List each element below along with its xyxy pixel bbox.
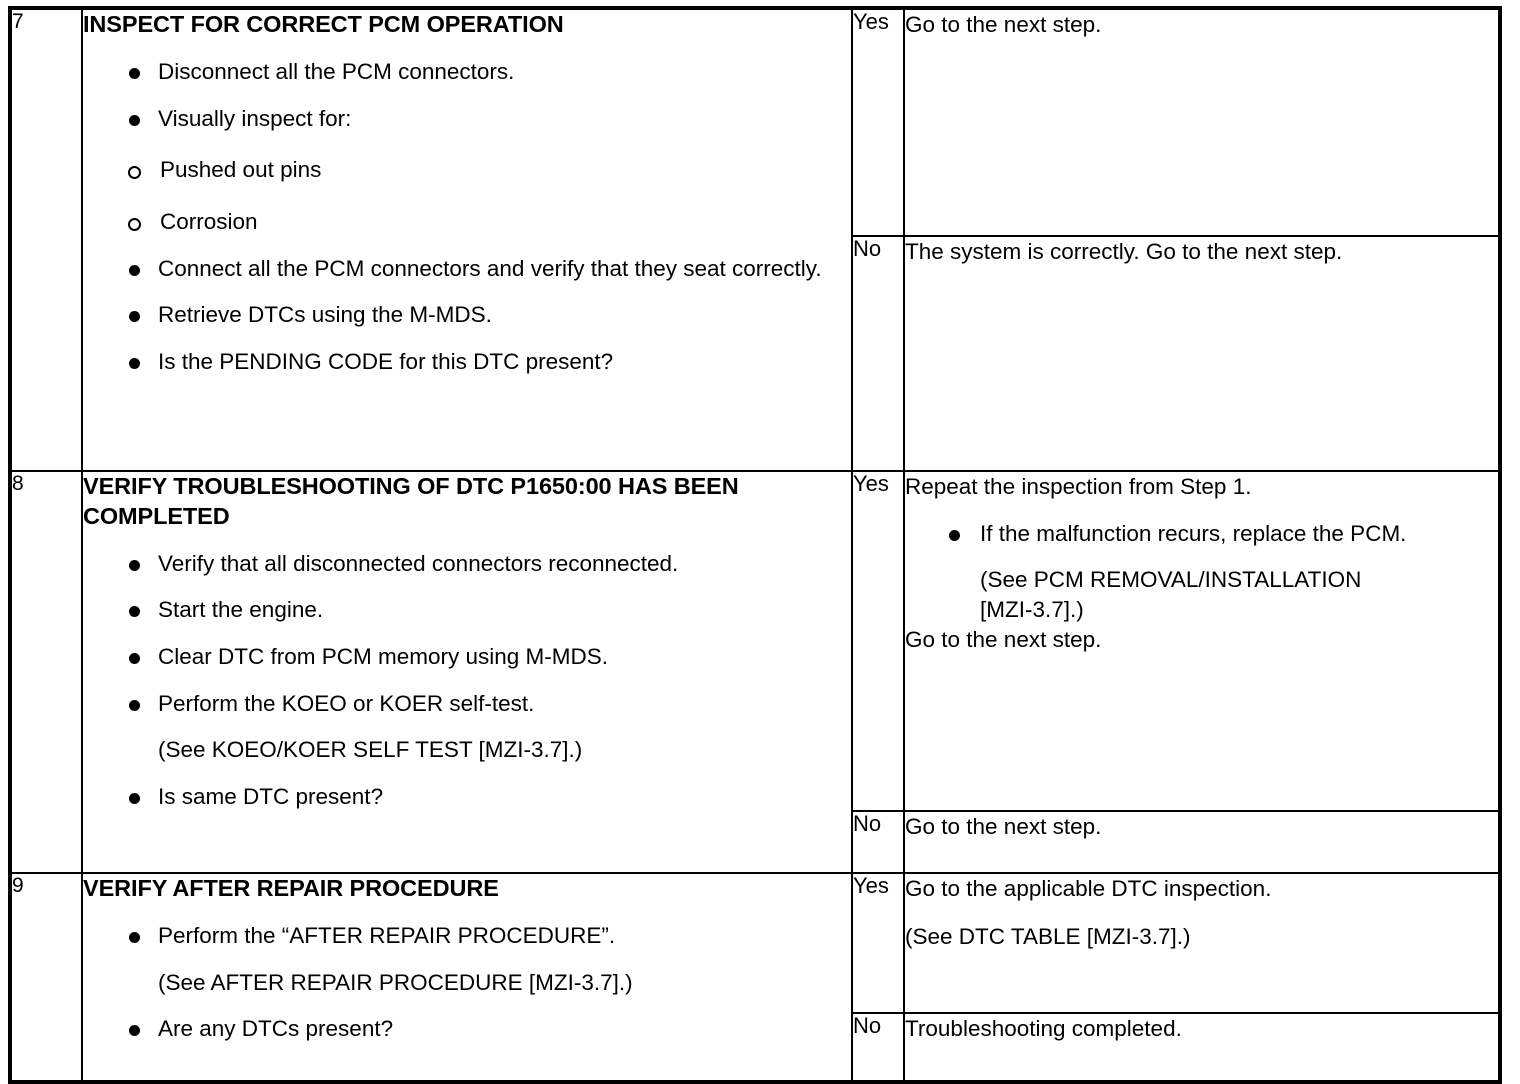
step-9-inspection-cell: VERIFY AFTER REPAIR PROCEDURE Perform th… xyxy=(81,872,853,1083)
step-8-answer-yes-label: Yes xyxy=(851,470,905,812)
step-7-item-list-cont: Connect all the PCM connectors and verif… xyxy=(83,254,851,377)
reference-note: (See KOEO/KOER SELF TEST [MZI-3.7].) xyxy=(158,737,583,763)
step-8-inspection-cell: VERIFY TROUBLESHOOTING OF DTC P1650:00 H… xyxy=(81,470,853,874)
troubleshooting-table: 7 INSPECT FOR CORRECT PCM OPERATION Disc… xyxy=(8,6,1502,1084)
step-8-title: VERIFY TROUBLESHOOTING OF DTC P1650:00 H… xyxy=(83,473,739,529)
step-9-answer-yes-label: Yes xyxy=(851,872,905,1014)
list-item: Are any DTCs present? xyxy=(83,1014,851,1044)
step-7-answer-no-label: No xyxy=(851,235,905,472)
list-item: Retrieve DTCs using the M-MDS. xyxy=(83,300,851,330)
table-row-step-8-no: No Go to the next step. xyxy=(10,810,1501,874)
action-text: Go to the next step. xyxy=(905,12,1102,37)
reference-note: (See AFTER REPAIR PROCEDURE [MZI-3.7].) xyxy=(158,969,633,995)
step-7-sub-item-list: Pushed out pins Corrosion xyxy=(83,155,851,236)
table-row-step-7-yes: 7 INSPECT FOR CORRECT PCM OPERATION Disc… xyxy=(9,7,1501,472)
action-text: Go to the next step. xyxy=(905,626,1102,652)
step-number-8: 8 xyxy=(9,470,83,874)
list-item: Disconnect all the PCM connectors. xyxy=(83,57,851,87)
table-row-step-8-yes: 8 VERIFY TROUBLESHOOTING OF DTC P1650:00… xyxy=(9,470,1501,874)
table-row-step-9-yes: 9 VERIFY AFTER REPAIR PROCEDURE Perform … xyxy=(9,872,1501,1083)
step-9-action-yes: Go to the applicable DTC inspection. (Se… xyxy=(903,872,1501,1014)
step-8-action-yes: Repeat the inspection from Step 1. If th… xyxy=(903,470,1501,812)
list-item: Perform the “AFTER REPAIR PROCEDURE”. xyxy=(83,921,851,951)
table-row-step-9-no: No Troubleshooting completed. xyxy=(10,1012,1501,1083)
step-9-item-list: Perform the “AFTER REPAIR PROCEDURE”. (S… xyxy=(83,921,851,1044)
step-8-action-no: Go to the next step. xyxy=(903,810,1501,874)
list-item: Pushed out pins xyxy=(83,155,851,185)
step-8-action-yes-list: If the malfunction recurs, replace the P… xyxy=(905,519,1498,625)
list-item: Verify that all disconnected connectors … xyxy=(83,549,851,579)
list-item: Connect all the PCM connectors and verif… xyxy=(83,254,851,284)
step-7-inspection-cell: INSPECT FOR CORRECT PCM OPERATION Discon… xyxy=(81,7,853,472)
reference-note: (See DTC TABLE [MZI-3.7].) xyxy=(905,923,1191,949)
step-7-answer-yes-label: Yes xyxy=(851,7,905,237)
action-text: Troubleshooting completed. xyxy=(905,1016,1182,1041)
step-number-9: 9 xyxy=(9,872,83,1083)
list-item: Corrosion xyxy=(83,207,851,237)
step-9-title: VERIFY AFTER REPAIR PROCEDURE xyxy=(83,875,499,901)
reference-note: (See PCM REMOVAL/INSTALLATION [MZI-3.7].… xyxy=(980,567,1362,623)
list-item: Visually inspect for: xyxy=(83,104,851,134)
action-text: Go to the next step. xyxy=(905,814,1102,839)
action-text: Repeat the inspection from Step 1. xyxy=(905,474,1252,499)
list-item: Is the PENDING CODE for this DTC present… xyxy=(83,347,851,377)
list-item: Perform the KOEO or KOER self-test. xyxy=(83,689,851,719)
step-8-answer-no-label: No xyxy=(851,810,905,874)
step-8-item-list: Verify that all disconnected connectors … xyxy=(83,549,851,812)
action-text: Go to the applicable DTC inspection. xyxy=(905,876,1272,901)
action-text: The system is correctly. Go to the next … xyxy=(905,239,1343,264)
step-7-action-no: The system is correctly. Go to the next … xyxy=(903,235,1501,472)
step-9-action-no: Troubleshooting completed. xyxy=(903,1012,1501,1083)
list-item: Clear DTC from PCM memory using M-MDS. xyxy=(83,642,851,672)
step-7-title: INSPECT FOR CORRECT PCM OPERATION xyxy=(83,11,564,37)
step-7-action-yes: Go to the next step. xyxy=(903,7,1501,237)
step-9-answer-no-label: No xyxy=(851,1012,905,1083)
table-row-step-7-no: No The system is correctly. Go to the ne… xyxy=(10,235,1501,472)
list-item: If the malfunction recurs, replace the P… xyxy=(905,519,1498,549)
list-item: Start the engine. xyxy=(83,595,851,625)
list-item: Is same DTC present? xyxy=(83,782,851,812)
step-7-item-list: Disconnect all the PCM connectors. Visua… xyxy=(83,57,851,133)
step-number-7: 7 xyxy=(9,7,83,472)
